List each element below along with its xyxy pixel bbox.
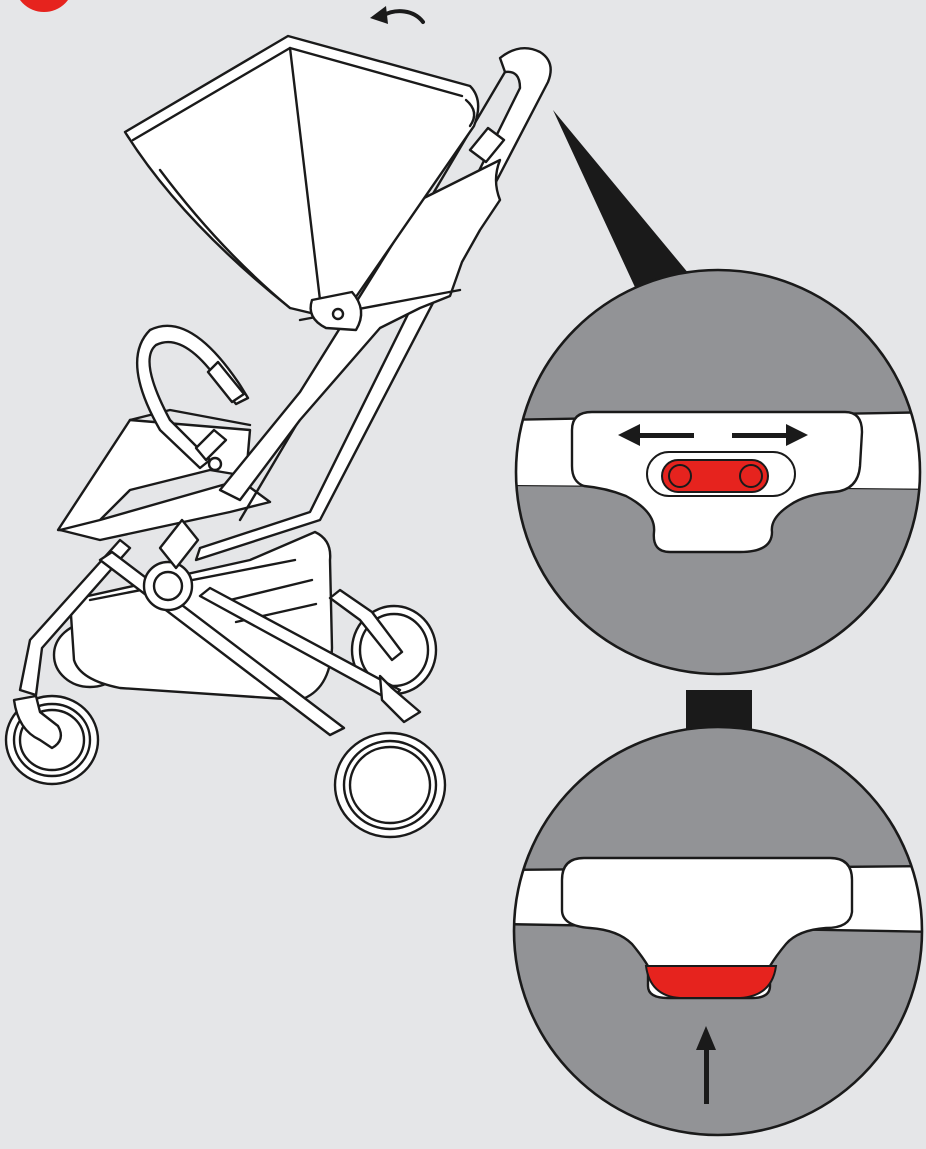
stroller-illustration — [6, 36, 551, 837]
zoom-circle-bottom — [500, 720, 926, 1149]
zoom-circle-top — [500, 260, 926, 690]
step-number-badge — [14, 0, 74, 12]
red-release-button — [646, 966, 776, 998]
red-slider-button — [662, 460, 768, 492]
rotate-arrow-icon — [370, 6, 423, 24]
front-wheel-main — [335, 733, 445, 837]
